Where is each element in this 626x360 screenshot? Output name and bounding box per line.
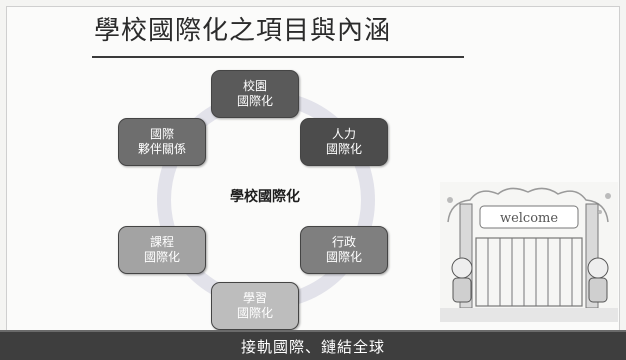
node-people: 人力 國際化 (300, 118, 388, 166)
node-partner-line2: 夥伴關係 (137, 142, 186, 156)
node-campus-line2: 國際化 (236, 94, 273, 108)
node-learning-line1: 學習 (242, 291, 267, 305)
node-campus: 校園 國際化 (211, 70, 299, 118)
node-admin-line1: 行政 (331, 235, 356, 249)
node-curriculum-line2: 國際化 (143, 250, 180, 264)
node-partner-line1: 國際 (149, 127, 174, 141)
title-underline (92, 56, 464, 58)
slide-title: 學校國際化之項目與內涵 (94, 16, 392, 46)
node-campus-line1: 校園 (242, 79, 267, 93)
node-learning: 學習 國際化 (211, 282, 299, 330)
welcome-sign-text: welcome (500, 211, 558, 226)
node-people-line2: 國際化 (325, 142, 362, 156)
node-learning-line2: 國際化 (236, 306, 273, 320)
welcome-gate-illustration: welcome (440, 182, 618, 322)
node-partner: 國際 夥伴關係 (118, 118, 206, 166)
footer-bar: 接軌國際、鏈結全球 (0, 330, 626, 360)
node-curriculum: 課程 國際化 (118, 226, 206, 274)
node-admin: 行政 國際化 (300, 226, 388, 274)
center-label: 學校國際化 (230, 189, 300, 205)
node-people-line1: 人力 (331, 127, 356, 141)
footer-text: 接軌國際、鏈結全球 (240, 337, 385, 356)
node-admin-line2: 國際化 (325, 250, 362, 264)
node-curriculum-line1: 課程 (149, 235, 174, 249)
